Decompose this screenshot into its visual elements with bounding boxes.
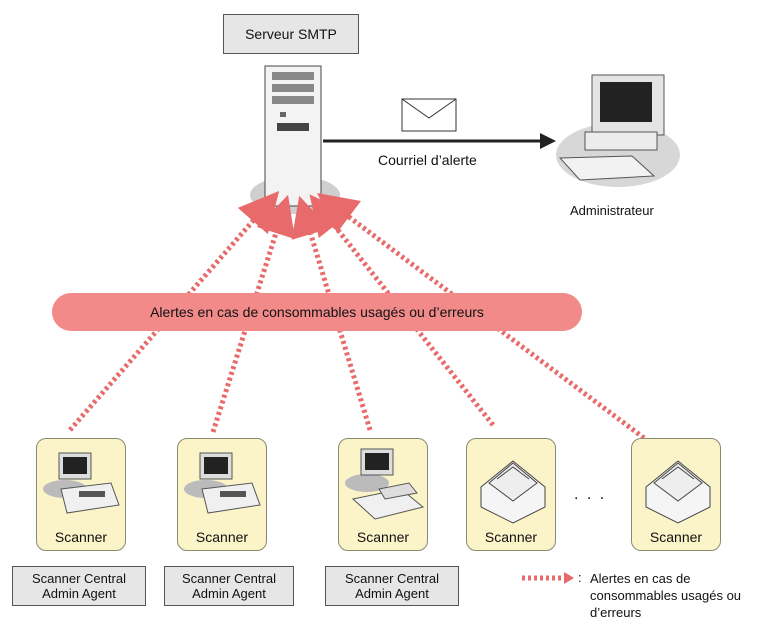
scanner-card: Scanner [338, 438, 428, 551]
agent-label: Scanner Central Admin Agent [12, 566, 146, 606]
scanner-label: Scanner [649, 529, 703, 545]
scanner-with-pc-icon [184, 452, 261, 514]
smtp-server-label: Serveur SMTP [223, 14, 359, 54]
scanner-card: Scanner [177, 438, 267, 551]
administrator-label: Administrateur [570, 203, 654, 218]
network-scanner-icon [645, 460, 711, 524]
scanner-card: Scanner [36, 438, 126, 551]
scanner-label: Scanner [484, 529, 538, 545]
scanner-label: Scanner [195, 529, 249, 545]
alerts-band: Alertes en cas de consommables usagés ou… [52, 293, 582, 331]
scanner-with-pc-icon [43, 452, 120, 514]
admin-computer-icon [556, 74, 680, 187]
scanner-card: Scanner [466, 438, 556, 551]
scanner-label: Scanner [54, 529, 108, 545]
legend-marker: : [578, 570, 582, 585]
alerts-band-label: Alertes en cas de consommables usagés ou… [150, 304, 484, 320]
flatbed-scanner-with-pc-icon [345, 448, 425, 520]
email-arrowhead [540, 133, 556, 149]
envelope-icon [401, 98, 457, 132]
scanner-label: Scanner [356, 529, 410, 545]
scanner-card: Scanner [631, 438, 721, 551]
legend-text: Alertes en cas de consommables usagés ou… [590, 571, 742, 620]
email-label: Courriel d’alerte [378, 152, 477, 168]
agent-label: Scanner Central Admin Agent [164, 566, 294, 606]
server-tower-icon [264, 65, 322, 207]
agent-label: Scanner Central Admin Agent [325, 566, 459, 606]
legend-arrow [522, 572, 574, 584]
ellipsis: . . . [574, 486, 607, 503]
network-scanner-icon [480, 460, 546, 524]
